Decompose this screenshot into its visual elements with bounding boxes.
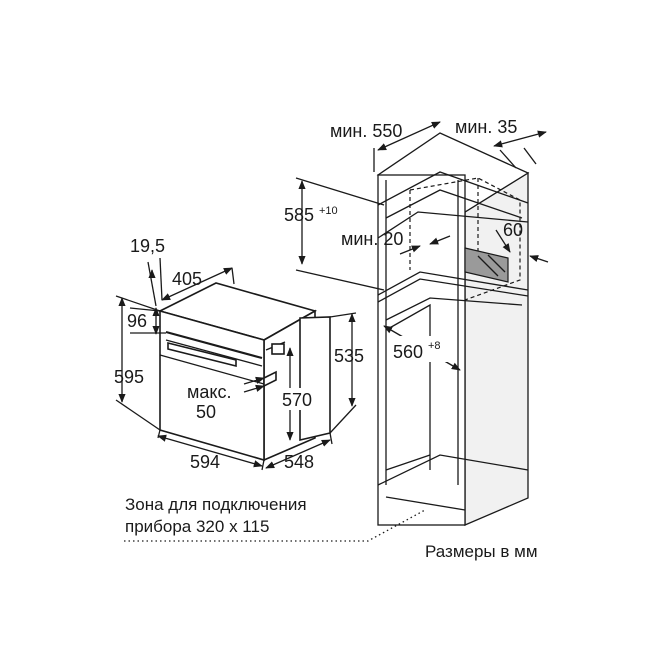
dim-oven-height: 595 <box>114 295 161 431</box>
oven-rear-plate <box>299 316 331 442</box>
dim-oven-depth: 548 <box>265 432 333 472</box>
dim-cable-max-value: 50 <box>196 402 216 422</box>
dim-opening-height-value: 585 <box>284 205 314 225</box>
dim-top-depth: 405 <box>161 267 235 301</box>
dim-rear-gap-label: мин. 35 <box>455 117 517 137</box>
connection-zone-note: Зона для подключения прибора 320 x 115 <box>124 495 426 542</box>
oven-side-vent <box>271 343 285 355</box>
dim-oven-depth-label: 548 <box>284 452 314 472</box>
dim-opening-width-value: 560 <box>393 342 423 362</box>
dim-handle-offset-label: 96 <box>127 311 147 331</box>
connection-zone-line2: прибора 320 x 115 <box>125 517 269 536</box>
dim-opening-height-tolerance: +10 <box>319 205 338 217</box>
dim-cable-max-label: макс. <box>187 382 231 402</box>
dim-rear-gap: мин. 35 <box>455 117 547 169</box>
oven <box>157 282 331 462</box>
dim-oven-height-label: 595 <box>114 367 144 387</box>
dim-opening-height: 585 +10 <box>284 177 385 291</box>
dim-vent-depth: 60 <box>495 220 549 263</box>
dim-cabinet-depth-label: мин. 550 <box>330 121 402 141</box>
oven-handle[interactable] <box>167 341 237 368</box>
units-note: Размеры в мм <box>425 542 538 561</box>
dim-oven-width: 594 <box>157 429 265 472</box>
dim-body-height-label: 535 <box>334 346 364 366</box>
dim-opening-width: 560 +8 <box>383 325 461 371</box>
dim-opening-width-tolerance: +8 <box>428 340 441 352</box>
dim-body-height-inner-label: 570 <box>282 390 312 410</box>
dim-top-offset: 19,5 <box>130 236 165 307</box>
dim-top-depth-label: 405 <box>172 269 202 289</box>
dim-body-height: 535 <box>329 312 364 434</box>
dim-body-height-inner: 570 <box>282 347 320 441</box>
dim-handle-offset: 96 <box>127 307 166 335</box>
connection-zone-line1: Зона для подключения <box>125 495 307 514</box>
dim-vent-depth-label: 60 <box>503 220 523 240</box>
dim-cabinet-depth: мин. 550 <box>330 121 441 172</box>
dim-front-gap: мин. 20 <box>341 229 451 255</box>
dim-cable-max: макс. 50 <box>186 376 265 422</box>
dim-front-gap-label: мин. 20 <box>341 229 403 249</box>
connection-zone-leader <box>124 509 426 542</box>
dim-oven-width-label: 594 <box>190 452 220 472</box>
dim-top-offset-label: 19,5 <box>130 236 165 256</box>
tall-cabinet <box>376 132 530 526</box>
